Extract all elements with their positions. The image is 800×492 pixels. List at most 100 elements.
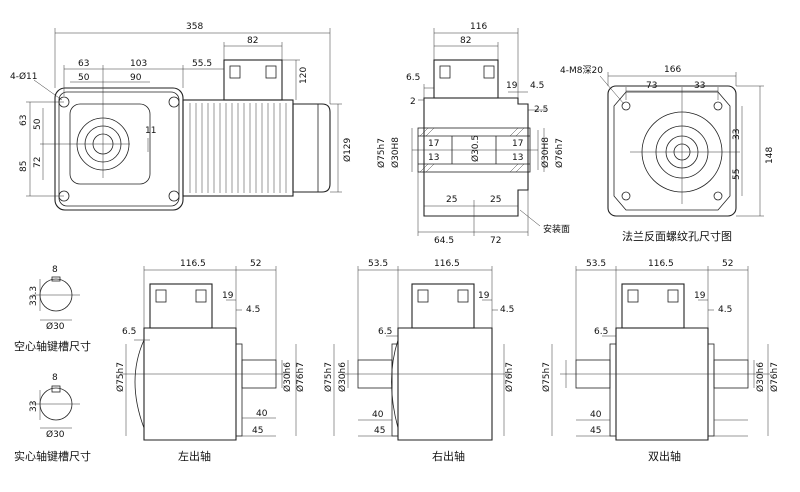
dim-53-5: 53.5 (368, 259, 388, 269)
dim-4-5: 4.5 (530, 81, 544, 91)
double-output-caption: 双出轴 (648, 449, 681, 463)
dim-33: 33 (694, 81, 705, 91)
dim-8: 8 (52, 265, 58, 275)
dim-120: 120 (299, 67, 309, 84)
dim-4-5: 4.5 (718, 305, 732, 315)
terminal-box (223, 59, 283, 101)
terminal-box (411, 283, 475, 329)
dim-11: 11 (145, 126, 156, 136)
dim-2: 2 (410, 97, 416, 107)
thread-hole (713, 191, 723, 201)
dim-13-left: 13 (428, 153, 439, 163)
dim-d75h7: Ø75h7 (541, 362, 552, 392)
dim-d75h7: Ø75h7 (115, 362, 126, 392)
solid-keyway-detail: 8 33 Ø30 实心轴键槽尺寸 (14, 373, 91, 463)
mounting-face-label: 安装面 (543, 223, 570, 235)
dim-40: 40 (256, 409, 268, 419)
dim-55-5: 55.5 (192, 59, 212, 69)
terminal-box (149, 283, 213, 329)
dim-85-v: 85 (19, 161, 29, 172)
dim-358: 358 (186, 22, 203, 32)
dim-d76h7: Ø76h7 (295, 362, 306, 392)
thread-hole (713, 101, 723, 111)
dim-52: 52 (250, 259, 261, 269)
dim-63: 63 (78, 59, 89, 69)
dim-17-right: 17 (512, 139, 523, 149)
flange-plate (607, 85, 737, 217)
thread-hole (621, 101, 631, 111)
dim-4-5: 4.5 (500, 305, 514, 315)
dim-d75h7: Ø75h7 (376, 138, 387, 168)
dim-166: 166 (664, 65, 681, 75)
right-output-caption: 右出轴 (432, 449, 465, 463)
dim-d30: Ø30 (46, 429, 65, 440)
dim-45: 45 (590, 426, 601, 436)
left-output-caption: 左出轴 (178, 449, 211, 463)
dim-148: 148 (765, 147, 775, 164)
dim-d30h8-left: Ø30H8 (390, 137, 401, 168)
terminal-box (621, 283, 685, 329)
dim-82: 82 (247, 36, 258, 46)
dim-63-v: 63 (19, 115, 29, 126)
solid-keyway-caption: 实心轴键槽尺寸 (14, 449, 91, 463)
dim-d129: Ø129 (342, 137, 353, 162)
dim-40: 40 (372, 410, 384, 420)
dim-50: 50 (78, 73, 90, 83)
dim-d30h6: Ø30h6 (337, 362, 348, 392)
dim-33-v: 33 (732, 129, 742, 140)
dim-6-5: 6.5 (406, 73, 420, 83)
mount-hole (168, 96, 180, 108)
dim-55-v: 55 (732, 169, 742, 180)
dim-19: 19 (222, 291, 234, 301)
dim-52: 52 (722, 259, 733, 269)
dim-13-right: 13 (512, 153, 523, 163)
dim-72: 72 (490, 236, 501, 246)
flange-caption: 法兰反面螺纹孔尺寸图 (622, 229, 732, 243)
dim-d76h7: Ø76h7 (554, 138, 565, 168)
dim-8: 8 (52, 373, 58, 383)
dim-4-5: 4.5 (246, 305, 260, 315)
motor-end-cap (292, 103, 331, 193)
front-view: 358 82 63 103 55.5 50 90 120 4-Ø11 63 50… (10, 22, 353, 211)
hollow-keyway-detail: 8 33.3 Ø30 空心轴键槽尺寸 (14, 265, 91, 353)
dim-50-v: 50 (33, 118, 43, 130)
dim-d76h7: Ø76h7 (769, 362, 780, 392)
dim-d76h7: Ø76h7 (504, 362, 515, 392)
hollow-keyway-caption: 空心轴键槽尺寸 (14, 339, 91, 353)
dim-45: 45 (374, 426, 385, 436)
dim-4-m8-depth20: 4-M8深20 (560, 65, 603, 76)
dim-d30h8-right: Ø30H8 (540, 137, 551, 168)
double-output-view: 53.5 116.5 52 19 4.5 6.5 Ø75h7 Ø30h6 Ø76… (541, 259, 780, 463)
dim-116-5: 116.5 (180, 259, 206, 269)
dim-6-5: 6.5 (378, 327, 392, 337)
dim-6-5: 6.5 (594, 327, 608, 337)
dim-90: 90 (130, 73, 142, 83)
mount-hole (168, 190, 180, 202)
dim-116-5: 116.5 (434, 259, 460, 269)
dim-82: 82 (460, 36, 471, 46)
dim-33-3: 33.3 (29, 286, 39, 306)
side-section-view: 116 82 6.5 19 4.5 2 2.5 Ø75h7 Ø30H8 17 1… (376, 22, 570, 246)
dim-6-5: 6.5 (122, 327, 136, 337)
dim-40: 40 (590, 410, 602, 420)
dim-d30: Ø30 (46, 321, 65, 332)
dim-17-left: 17 (428, 139, 439, 149)
dim-45: 45 (252, 426, 263, 436)
dim-116-5: 116.5 (648, 259, 674, 269)
dim-4-d11: 4-Ø11 (10, 71, 38, 82)
right-output-view: 53.5 116.5 19 4.5 6.5 Ø75h7 Ø30h6 Ø76h7 … (323, 259, 515, 463)
dim-19: 19 (694, 291, 706, 301)
dim-33: 33 (29, 401, 39, 412)
dim-53-5: 53.5 (586, 259, 606, 269)
dim-d30-5: Ø30.5 (470, 135, 481, 162)
dim-d30h6: Ø30h6 (755, 362, 766, 392)
dim-25-right: 25 (490, 195, 501, 205)
thread-hole (621, 191, 631, 201)
dim-d75h7: Ø75h7 (323, 362, 334, 392)
dim-19: 19 (478, 291, 490, 301)
left-output-view: 116.5 52 19 4.5 6.5 Ø75h7 Ø30h6 Ø76h7 40… (115, 259, 306, 463)
flange-view: 4-M8深20 166 73 33 33 55 148 法兰反面螺纹孔尺寸图 (560, 65, 775, 243)
dim-73: 73 (646, 81, 657, 91)
dim-2-5: 2.5 (534, 105, 548, 115)
